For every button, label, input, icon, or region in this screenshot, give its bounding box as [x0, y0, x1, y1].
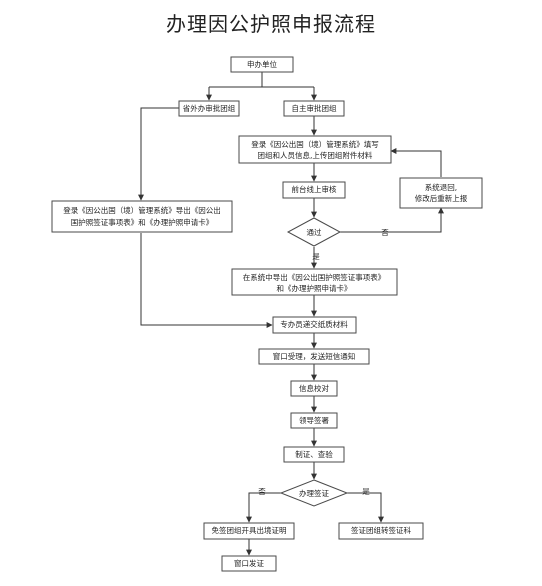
edge-label-no-2: 否: [258, 487, 266, 496]
edge-left-to-submit: [140, 233, 273, 328]
node-no-visa-label: 免签团组开具出境证明: [212, 525, 287, 535]
node-visa-transfer-label: 签证团组转签证科: [351, 525, 411, 535]
node-left-export-line2: 国护照签证事项表》和《办理护照申请卡》: [71, 217, 214, 227]
node-info-check-label: 信息校对: [299, 383, 329, 393]
decision-visa-label: 办理签证: [299, 488, 329, 498]
node-window-accept: 窗口受理，发送短信通知: [258, 348, 370, 365]
edge-left-to-export: [138, 107, 179, 201]
decision-visa: 办理签证: [279, 479, 349, 507]
node-leader-sign: 领导签署: [290, 412, 338, 429]
node-start-label: 申办单位: [247, 59, 277, 69]
edge-pass-no: [340, 207, 444, 233]
edge-label-no-1: 否: [381, 228, 389, 237]
node-window-accept-label: 窗口受理，发送短信通知: [273, 351, 356, 361]
node-window-issue: 窗口发证: [221, 555, 277, 572]
node-right-branch: 自主审批团组: [283, 100, 345, 117]
node-no-visa: 免签团组开具出境证明: [203, 522, 295, 540]
node-start: 申办单位: [230, 56, 294, 73]
node-return-resubmit-line1: 系统退回,: [425, 182, 457, 192]
node-system-export-line2: 和《办理护照申请卡》: [277, 283, 352, 293]
node-visa-transfer: 签证团组转签证科: [338, 522, 424, 540]
node-make-check: 制证、查验: [283, 446, 345, 463]
edge-visa-no: [246, 492, 281, 523]
node-left-branch-label: 省外办审批团组: [183, 103, 236, 113]
node-login-fill: 登录《因公出国（境）管理系统》填写 团组和人员信息,上传团组附件材料: [238, 135, 392, 164]
node-leader-sign-label: 领导签署: [299, 415, 329, 425]
node-submit-paper-label: 专办员递交纸质材料: [280, 319, 348, 329]
node-return-resubmit-line2: 修改后重新上报: [415, 193, 468, 203]
node-window-issue-label: 窗口发证: [234, 558, 264, 568]
node-return-resubmit: 系统退回, 修改后重新上报: [399, 177, 483, 209]
decision-pass: 通过: [286, 217, 342, 247]
node-system-export-line1: 在系统中导出《因公出国护照签证事项表》: [243, 272, 386, 282]
edge-label-yes-1: 是: [312, 252, 320, 261]
node-submit-paper: 专办员递交纸质材料: [272, 316, 357, 334]
node-right-branch-label: 自主审批团组: [292, 103, 337, 113]
node-left-export-line1: 登录《因公出国（境）管理系统》导出《因公出: [63, 205, 221, 215]
edge-label-yes-2: 是: [362, 487, 370, 496]
page-title: 办理因公护照申报流程: [166, 12, 376, 36]
node-frontdesk-review-label: 前台线上审核: [292, 184, 337, 194]
node-system-export: 在系统中导出《因公出国护照签证事项表》 和《办理护照申请卡》: [231, 268, 398, 296]
decision-pass-label: 通过: [307, 227, 322, 237]
node-left-export: 登录《因公出国（境）管理系统》导出《因公出 国护照签证事项表》和《办理护照申请卡…: [51, 200, 233, 233]
edge-visa-yes: [347, 492, 384, 523]
connectors: [138, 72, 444, 556]
edge-return-to-login: [390, 148, 442, 177]
node-frontdesk-review: 前台线上审核: [282, 181, 346, 199]
node-info-check: 信息校对: [290, 380, 338, 397]
node-login-fill-line1: 登录《因公出国（境）管理系统》填写: [251, 139, 379, 149]
node-make-check-label: 制证、查验: [295, 449, 333, 459]
node-left-branch: 省外办审批团组: [178, 100, 240, 117]
node-login-fill-line2: 团组和人员信息,上传团组附件材料: [258, 150, 373, 160]
